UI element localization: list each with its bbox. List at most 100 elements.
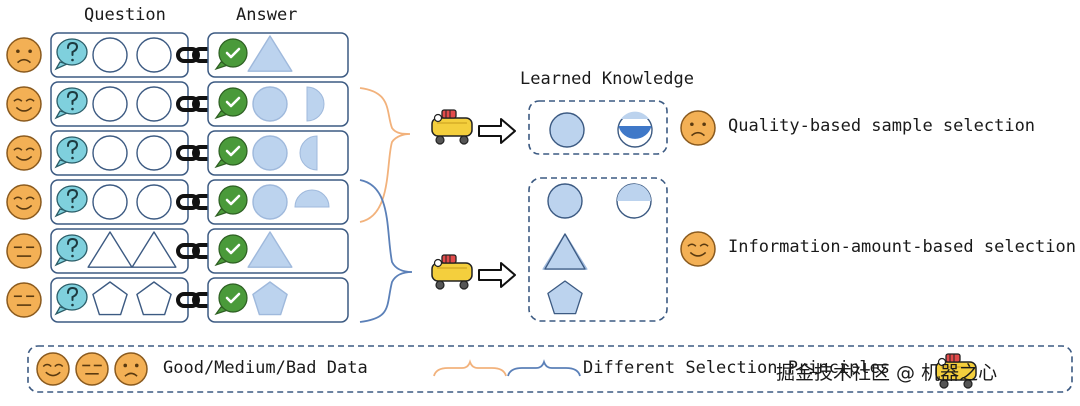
sample-row bbox=[6, 81, 349, 127]
air-compressor-icon bbox=[935, 353, 977, 389]
eye bbox=[28, 49, 32, 54]
eye bbox=[687, 243, 697, 247]
circle-shape bbox=[547, 183, 583, 219]
neutral-face-icon bbox=[75, 352, 109, 386]
eye bbox=[13, 147, 23, 151]
pentagon-shape bbox=[136, 281, 172, 316]
bubble-body bbox=[218, 185, 248, 215]
selection-braces bbox=[359, 87, 413, 323]
sample-row bbox=[6, 130, 349, 176]
sad-face-icon bbox=[6, 37, 42, 73]
question-dot bbox=[71, 156, 74, 160]
mouth bbox=[15, 204, 33, 210]
question-bubble-icon bbox=[54, 185, 88, 218]
wheel bbox=[459, 135, 469, 145]
question-dot bbox=[71, 58, 74, 62]
eye bbox=[699, 243, 709, 247]
face-circle bbox=[6, 135, 42, 171]
mouth bbox=[15, 106, 33, 112]
link-left bbox=[176, 47, 200, 63]
face-circle bbox=[6, 233, 42, 269]
legend-data-quality-label: Good/Medium/Bad Data bbox=[163, 358, 368, 378]
quality-selection-label: Quality-based sample selection bbox=[728, 116, 1036, 136]
half-circle-shape bbox=[299, 135, 318, 171]
orange-brace-sample bbox=[433, 359, 507, 377]
check-bubble-icon bbox=[214, 87, 248, 120]
face-circle bbox=[680, 110, 716, 146]
pentagon-shape bbox=[547, 280, 583, 315]
information-knowledge-box bbox=[528, 177, 716, 322]
question-header: Question bbox=[84, 5, 166, 25]
smiley-face-icon bbox=[6, 135, 42, 171]
mouth bbox=[45, 371, 61, 377]
eye bbox=[16, 49, 20, 54]
eye bbox=[25, 98, 35, 102]
link-left bbox=[176, 292, 200, 308]
sample-rows bbox=[6, 32, 349, 323]
pentagon-shape bbox=[92, 281, 128, 316]
question-dot bbox=[71, 303, 74, 307]
question-mark bbox=[67, 41, 79, 56]
eye bbox=[42, 363, 52, 368]
bubble-body bbox=[218, 136, 248, 166]
question-bubble-icon bbox=[54, 87, 88, 120]
question-bubble-icon bbox=[54, 283, 88, 316]
gauge bbox=[937, 357, 947, 367]
circle-shape bbox=[136, 184, 172, 220]
triangle-shape bbox=[87, 231, 133, 268]
circle-shape bbox=[136, 135, 172, 171]
circle-shape bbox=[92, 184, 128, 220]
smiley-face-icon bbox=[36, 352, 70, 386]
eye bbox=[123, 363, 128, 368]
wheel bbox=[435, 135, 445, 145]
eye bbox=[13, 98, 23, 102]
face-circle bbox=[36, 352, 70, 386]
neutral-face-icon bbox=[6, 282, 42, 318]
circle-shape bbox=[549, 112, 585, 148]
triangle-outline bbox=[544, 233, 586, 270]
bubble-body bbox=[218, 38, 248, 68]
question-mark bbox=[67, 188, 79, 203]
face-circle bbox=[6, 282, 42, 318]
face-circle bbox=[6, 184, 42, 220]
check-bubble-icon bbox=[214, 234, 248, 267]
face-circle bbox=[6, 37, 42, 73]
legend-selection-principles-label: Different Selection Principles bbox=[583, 358, 891, 378]
eye bbox=[25, 147, 35, 151]
bubble-body bbox=[218, 234, 248, 264]
half-circle-shape bbox=[294, 189, 330, 208]
link-left bbox=[176, 96, 200, 112]
check-mark bbox=[225, 145, 241, 157]
gauge bbox=[433, 258, 443, 268]
sample-row bbox=[6, 32, 349, 78]
information-brace bbox=[359, 179, 413, 323]
question-bubble-icon bbox=[54, 38, 88, 71]
half-circle-shape bbox=[306, 86, 325, 122]
legend-box bbox=[27, 345, 1073, 393]
partial-fill bbox=[617, 184, 651, 201]
smiley-face-icon bbox=[680, 231, 716, 267]
legend bbox=[27, 345, 1073, 393]
triangle-shape bbox=[247, 35, 293, 72]
sad-face-icon bbox=[114, 352, 148, 386]
question-bubble-icon bbox=[54, 234, 88, 267]
information-selection-label: Information-amount-based selection bbox=[728, 237, 1076, 257]
check-bubble-icon bbox=[214, 38, 248, 71]
eye bbox=[690, 122, 694, 127]
wheel bbox=[963, 379, 973, 389]
sample-row bbox=[6, 179, 349, 225]
learned-knowledge-title: Learned Knowledge bbox=[520, 69, 694, 89]
partial-fill bbox=[618, 126, 652, 139]
question-dot bbox=[71, 254, 74, 258]
quality-knowledge-box bbox=[528, 100, 716, 155]
learned-knowledge bbox=[528, 100, 716, 322]
check-bubble-icon bbox=[214, 136, 248, 169]
question-mark bbox=[67, 286, 79, 301]
hollow-arrow-icon bbox=[478, 262, 516, 288]
bubble-body bbox=[218, 283, 248, 313]
air-compressor-icon bbox=[431, 254, 473, 290]
hollow-arrow-icon bbox=[478, 118, 516, 144]
mouth bbox=[124, 372, 138, 377]
circle-shape bbox=[252, 86, 288, 122]
motor bbox=[441, 254, 457, 264]
